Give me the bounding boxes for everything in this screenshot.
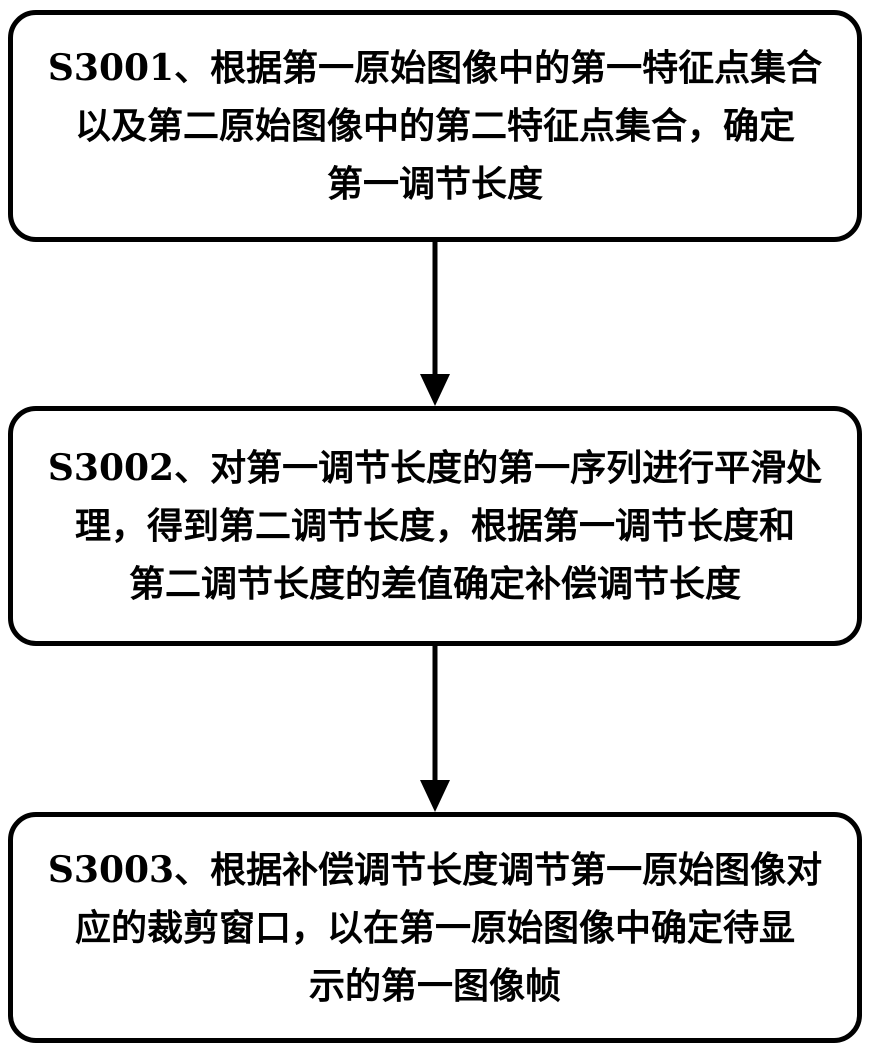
arrow-down-icon	[420, 242, 450, 406]
step-s3002-text-line-1: S3002、对第一调节长度的第一序列进行平滑处	[47, 447, 823, 489]
arrow-down-icon	[420, 646, 450, 812]
step-s3001-text-line-2: 以及第二原始图像中的第二特征点集合，确定	[74, 105, 795, 147]
flow-step-s3003: S3003、根据补偿调节长度调节第一原始图像对 应的裁剪窗口，以在第一原始图像中…	[8, 812, 862, 1043]
step-s3002-text-line-3: 第二调节长度的差值确定补偿调节长度	[128, 563, 741, 605]
step-s3003-text-line-1: S3003、根据补偿调节长度调节第一原始图像对	[47, 848, 823, 891]
step-s3001-text-line-3: 第一调节长度	[326, 163, 543, 205]
step-s3001-text-line-1: S3001、根据第一原始图像中的第一特征点集合	[47, 47, 823, 89]
step-s3003-text-line-3: 示的第一图像帧	[308, 964, 561, 1007]
step-s3002-text-line-2: 理，得到第二调节长度，根据第一调节长度和	[74, 505, 795, 547]
step-s3003-text-line-2: 应的裁剪窗口，以在第一原始图像中确定待显	[74, 906, 795, 949]
flow-step-s3002: S3002、对第一调节长度的第一序列进行平滑处 理，得到第二调节长度，根据第一调…	[8, 406, 862, 646]
flow-step-s3001: S3001、根据第一原始图像中的第一特征点集合 以及第二原始图像中的第二特征点集…	[8, 10, 862, 242]
